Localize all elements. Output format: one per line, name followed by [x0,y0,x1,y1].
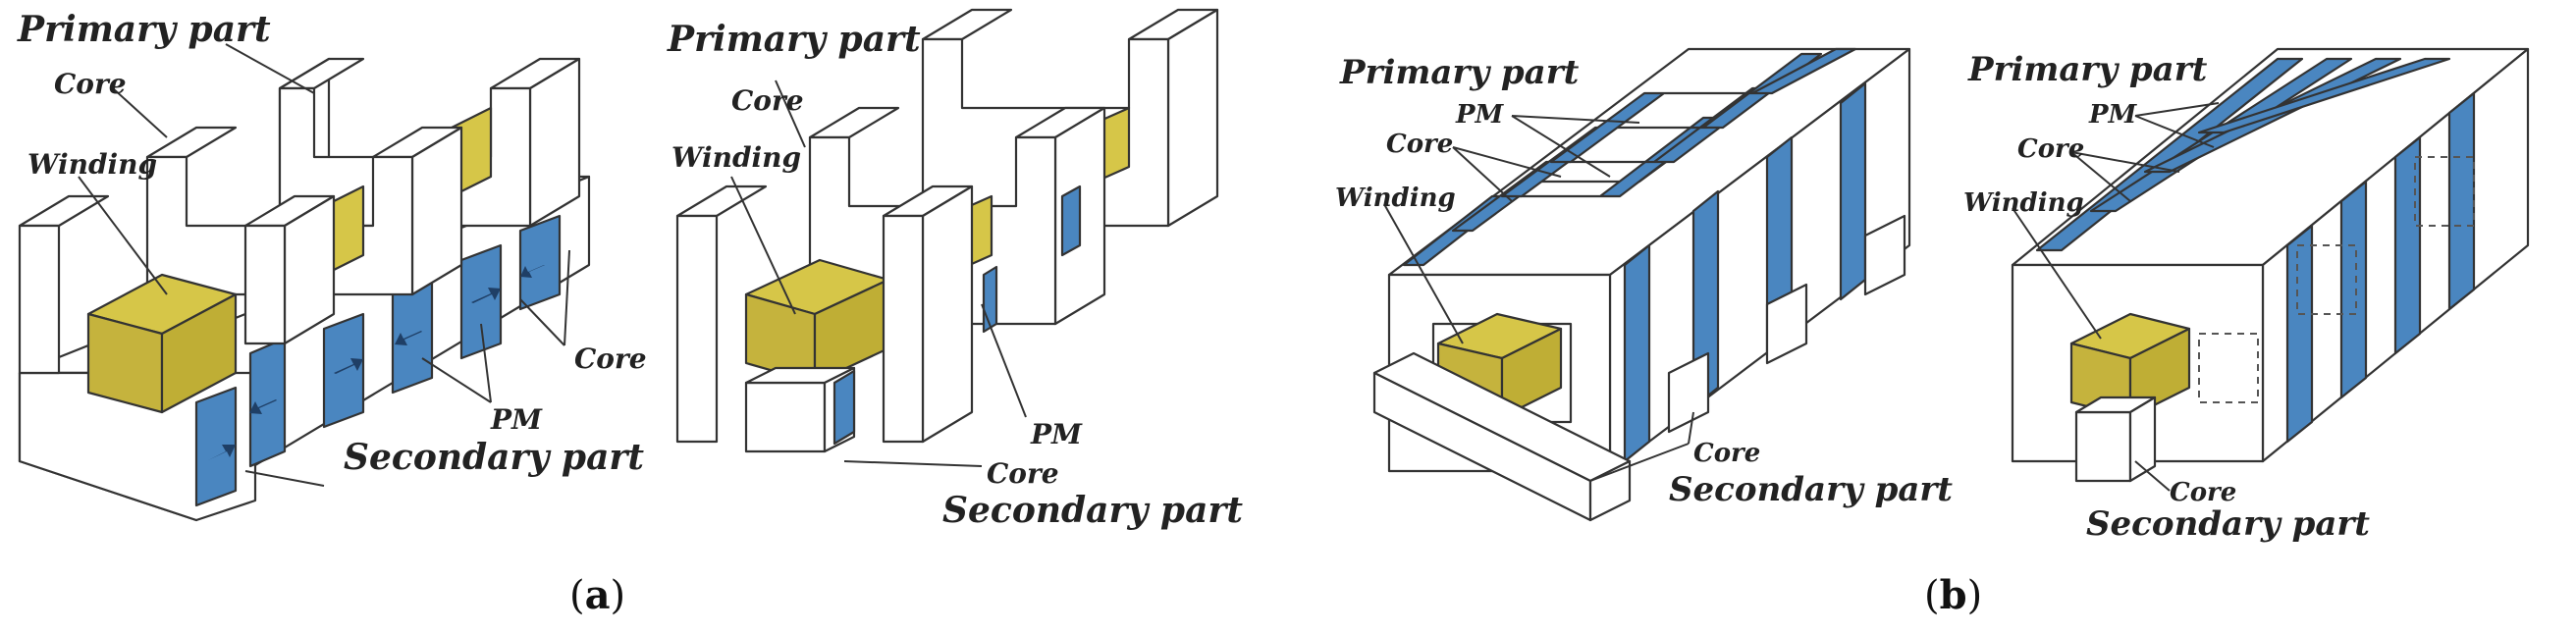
leader-lines [78,43,2220,492]
pm-chevron [1500,52,1823,198]
pm-stripe [1839,81,1867,301]
pm-stripe [1691,189,1720,409]
pm-stripe [2197,57,2451,134]
label-pm: PM [2088,100,2138,130]
magnetization-arrow [206,445,236,461]
label-primary-part: Primary part [17,9,271,50]
pm-stripe [2447,91,2476,311]
label-core: Core [54,68,127,100]
label-primary-part: Primary part [667,19,921,60]
pm-segment [518,214,562,311]
caption-a: (a) [569,572,625,618]
pm-segment [322,312,365,429]
label-core: Core [1693,439,1760,468]
front-u-core [18,185,365,414]
hidden-winding [2198,333,2259,403]
label-core: Core [987,457,1059,490]
magnetization-arrow [334,358,363,374]
label-core: Core [2017,134,2084,164]
label-winding: Winding [27,148,157,181]
label-primary-part: Primary part [1339,53,1580,92]
pm-stripe [1623,243,1651,463]
label-primary-part: Primary part [1967,50,2208,89]
pm-segment [391,278,434,395]
caption-b-letter: b [1940,572,1967,618]
magnetization-arrow [395,331,422,345]
panel-b-left-drawing [1372,47,1911,522]
pm-segment [194,386,238,507]
pm-stripe [2285,224,2314,444]
panel-a-left-drawing [18,57,591,522]
label-secondary-part: Secondary part [2086,504,2370,544]
label-core: Core [2170,478,2236,507]
magnetization-arrow [249,399,277,414]
label-winding: Winding [1963,188,2084,218]
panel-b-right-drawing [2011,47,2530,483]
caption-a-letter: a [585,572,611,618]
caption-b: (b) [1924,572,1982,618]
label-pm: PM [1455,100,1505,130]
pm-segment [832,369,856,446]
pm-segment [982,265,998,334]
label-core: Core [731,84,804,117]
magnetization-arrow [520,265,545,278]
svg-text:(b): (b) [1924,572,1982,618]
pm-stripe [2339,180,2368,399]
hidden-winding [2414,156,2475,227]
label-core: Core [1386,130,1453,159]
svg-text:(a): (a) [569,572,625,618]
label-pm: PM [1030,418,1083,450]
label-core: Core [574,343,647,375]
magnetization-arrow [471,288,501,303]
label-secondary-part: Secondary part [1669,470,1953,509]
pm-segment [459,243,503,360]
label-secondary-part: Secondary part [942,490,1243,531]
label-secondary-part: Secondary part [344,437,644,478]
label-winding: Winding [671,141,801,174]
label-pm: PM [490,403,543,436]
pm-stripe [2393,135,2422,355]
panel-a-right-drawing [675,8,1219,453]
label-winding: Winding [1335,184,1456,213]
hidden-winding [2296,244,2357,315]
front-u-core [675,185,998,453]
pm-chevron [1549,47,1857,164]
pm-segment [1060,185,1082,257]
